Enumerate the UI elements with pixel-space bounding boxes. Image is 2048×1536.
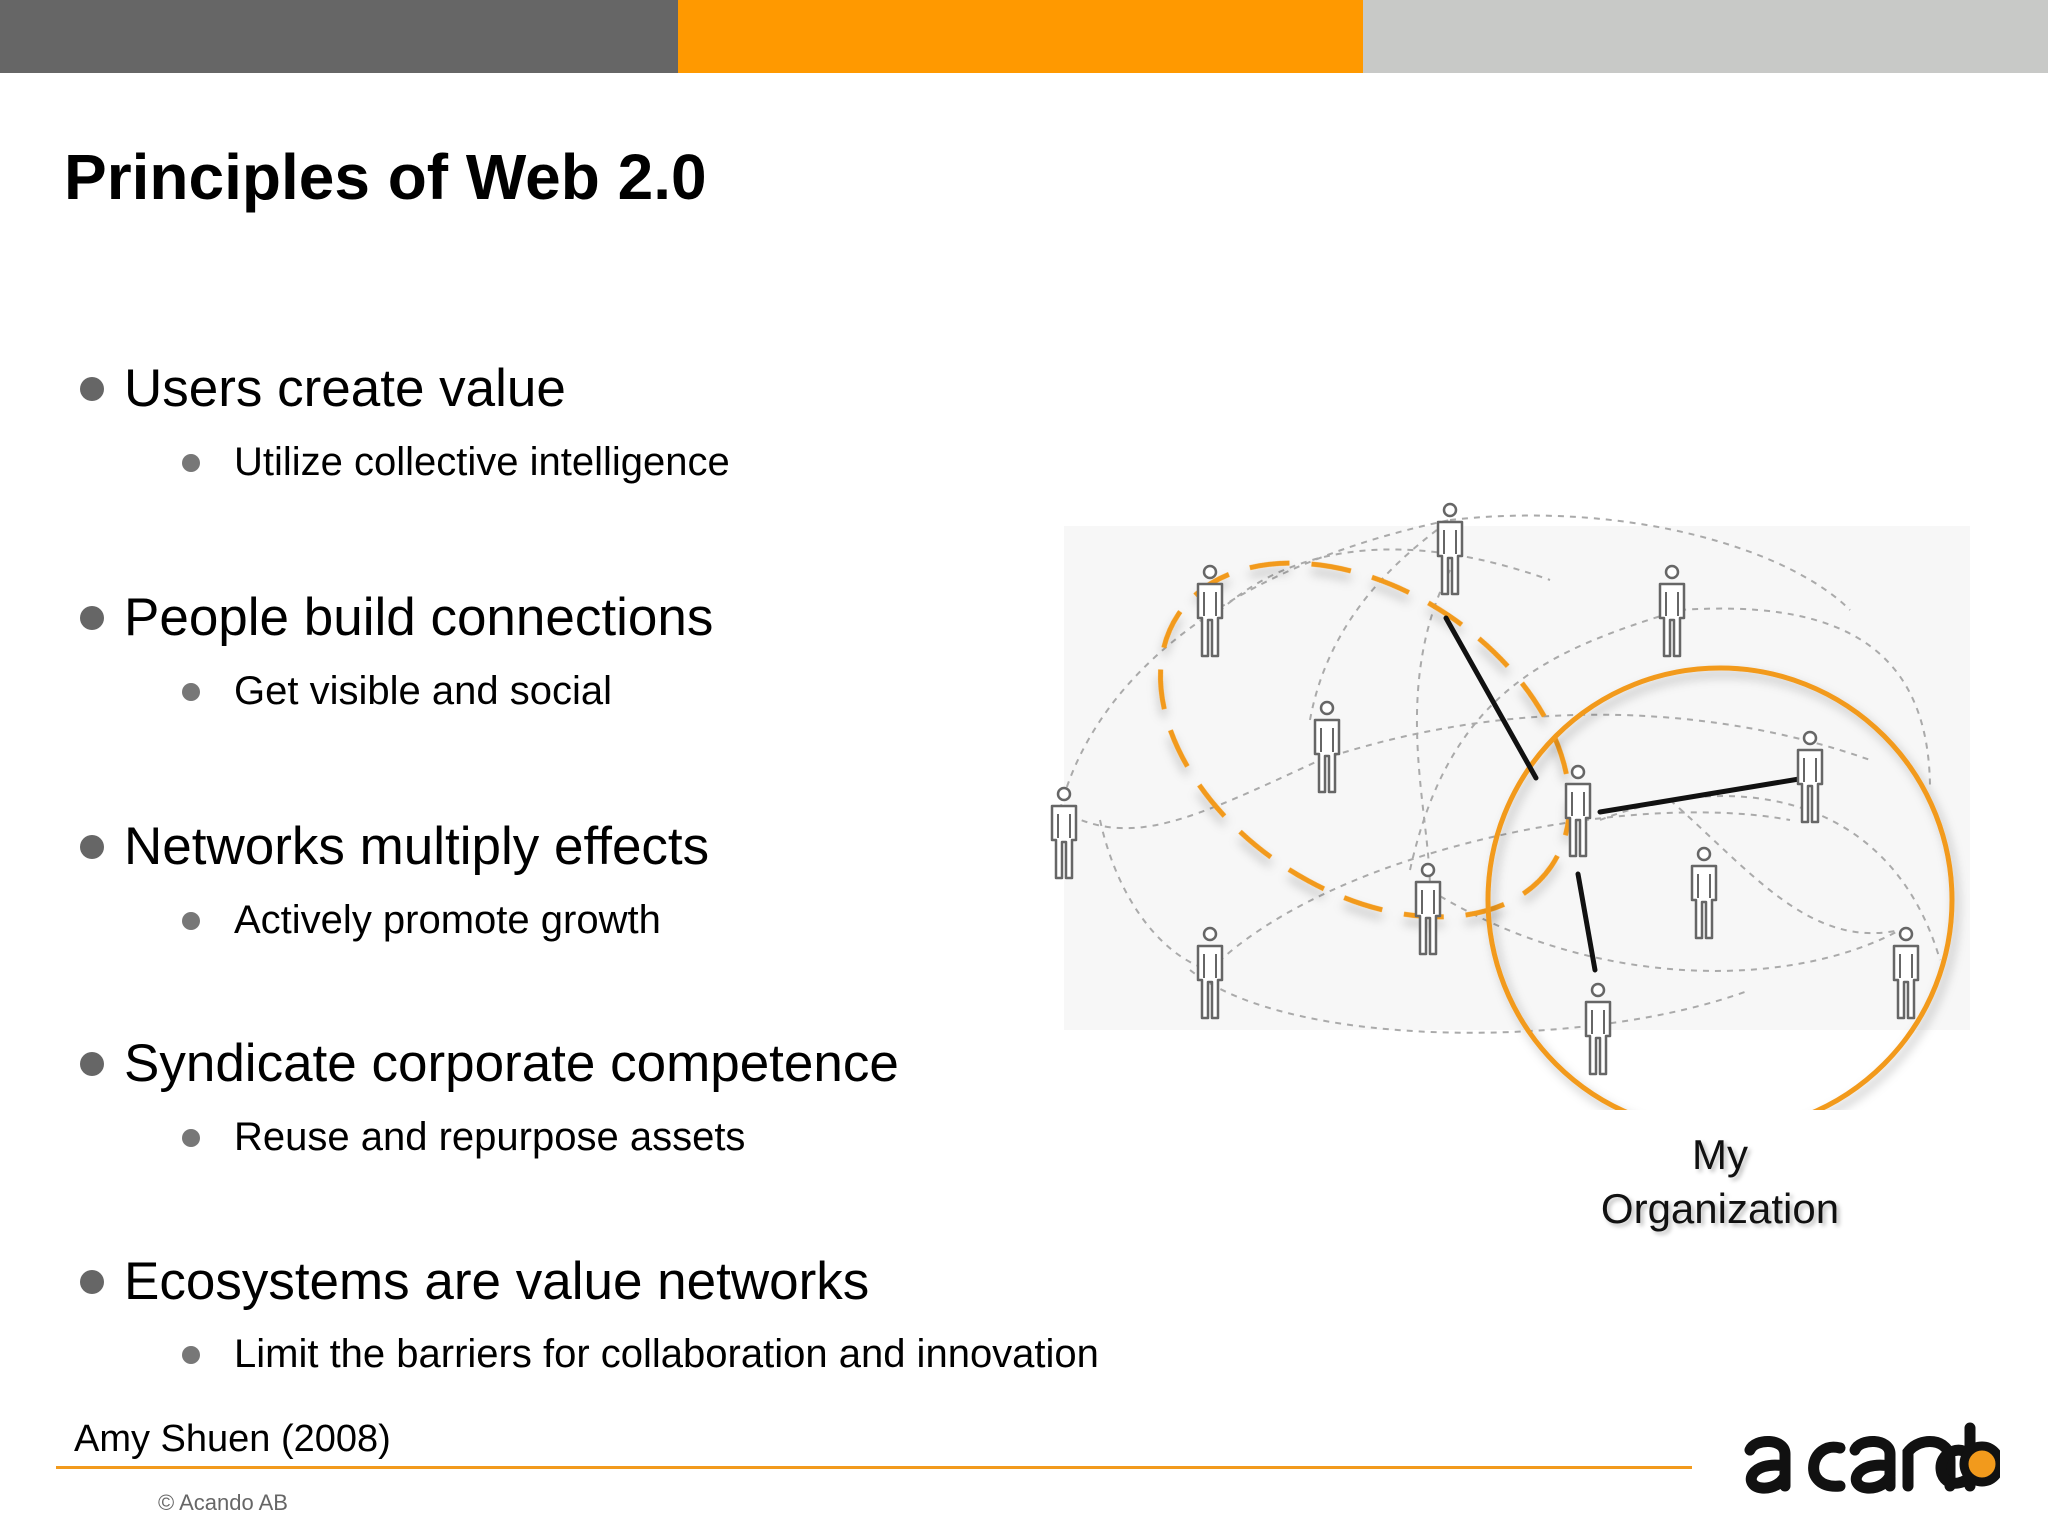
org-label-line-1: My xyxy=(1692,1131,1748,1178)
copyright: © Acando AB xyxy=(158,1490,288,1515)
bullet-text: Ecosystems are value networks xyxy=(124,1252,870,1311)
bullet-dot-icon xyxy=(80,1269,104,1294)
bullet-5: Ecosystems are value networks xyxy=(80,1251,869,1312)
network-diagram xyxy=(1050,502,1970,1110)
sub-bullet-dot-icon xyxy=(182,453,200,472)
citation: Amy Shuen (2008) xyxy=(74,1418,391,1460)
sub-bullet-2: Get visible and social xyxy=(182,669,612,714)
sub-bullet-dot-icon xyxy=(182,682,200,701)
sub-bullet-text: Get visible and social xyxy=(234,669,612,713)
bullet-dot-icon xyxy=(80,1051,104,1076)
sub-bullet-text: Reuse and repurpose assets xyxy=(234,1115,746,1159)
partner-network-dashed-ellipse xyxy=(1157,560,1573,920)
bullet-4: Syndicate corporate competence xyxy=(80,1033,899,1094)
bullet-dot-icon xyxy=(80,834,104,859)
sub-bullet-dot-icon xyxy=(182,1345,200,1364)
bullet-2: People build connections xyxy=(80,587,713,648)
my-organization-circle xyxy=(1485,665,1955,1110)
band-segment-orange xyxy=(678,0,1363,73)
bullet-text: People build connections xyxy=(124,588,714,647)
acando-logo: acando xyxy=(1744,1422,2000,1494)
slide-title: Principles of Web 2.0 xyxy=(64,141,707,213)
sub-bullet-text: Utilize collective intelligence xyxy=(234,440,730,484)
sub-bullet-3: Actively promote growth xyxy=(182,898,661,943)
sub-bullet-1: Utilize collective intelligence xyxy=(182,440,730,485)
sub-bullet-4: Reuse and repurpose assets xyxy=(182,1115,745,1160)
sub-bullet-dot-icon xyxy=(182,1128,200,1147)
sub-bullet-5: Limit the barriers for collaboration and… xyxy=(182,1332,1099,1377)
bullet-dot-icon xyxy=(80,376,104,401)
logo-dot xyxy=(1959,1441,2000,1487)
band-segment-dark xyxy=(0,0,678,73)
bullet-3: Networks multiply effects xyxy=(80,816,709,877)
top-color-band xyxy=(0,0,2048,73)
sub-bullet-text: Limit the barriers for collaboration and… xyxy=(234,1332,1099,1376)
organization-boundaries xyxy=(1157,560,1955,1110)
bullet-text: Syndicate corporate competence xyxy=(124,1034,899,1093)
sub-bullet-dot-icon xyxy=(182,911,200,930)
bullet-dot-icon xyxy=(80,605,104,630)
bullet-1: Users create value xyxy=(80,358,566,419)
footer-divider xyxy=(56,1466,1692,1469)
my-organization-label: My Organization xyxy=(1560,1128,1880,1236)
direct-links xyxy=(1443,615,1808,973)
sub-bullet-text: Actively promote growth xyxy=(234,898,661,942)
network-connections xyxy=(1059,514,1941,1034)
bullet-text: Networks multiply effects xyxy=(124,817,710,876)
bullet-text: Users create value xyxy=(124,359,566,418)
org-label-line-2: Organization xyxy=(1600,1185,1840,1232)
band-segment-light xyxy=(1363,0,2048,73)
